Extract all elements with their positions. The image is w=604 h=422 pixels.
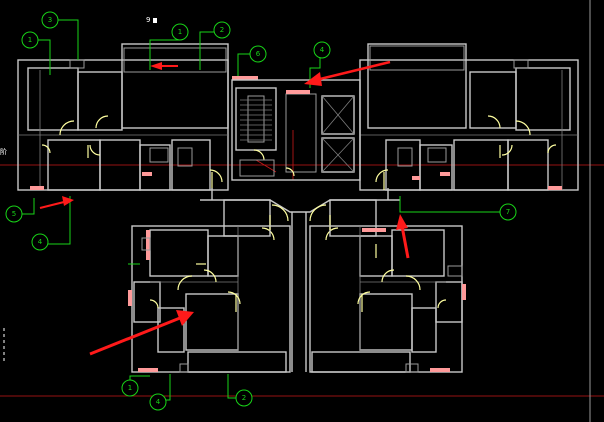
svg-text:1: 1 bbox=[178, 28, 182, 36]
corridor bbox=[200, 188, 400, 372]
room-bedroom-b bbox=[185, 293, 239, 351]
room-closet bbox=[171, 139, 211, 191]
arrow-upper-center bbox=[304, 60, 391, 86]
room-bedroom-a bbox=[149, 229, 209, 277]
callout-bubble: 4 bbox=[313, 41, 331, 59]
outer-wall bbox=[17, 59, 229, 191]
svg-text:4: 4 bbox=[38, 238, 43, 246]
callout-bubble: 2 bbox=[235, 389, 253, 407]
top-marker bbox=[153, 18, 157, 23]
room-bath bbox=[139, 144, 171, 191]
callout-bubble: 4 bbox=[149, 393, 167, 411]
callout-bubble: 3 bbox=[41, 11, 59, 29]
svg-text:1: 1 bbox=[28, 36, 32, 44]
balcony bbox=[187, 351, 287, 373]
callout-bubbles: 1 3 1 2 6 4 5 4 7 1 4 2 bbox=[5, 11, 517, 411]
red-arrows bbox=[39, 60, 410, 356]
balcony bbox=[369, 45, 465, 71]
balcony bbox=[311, 351, 411, 373]
lower-left-unit bbox=[128, 225, 291, 373]
room-bath bbox=[207, 235, 239, 277]
callout-bubble: 5 bbox=[5, 205, 23, 223]
arrow-lower-left bbox=[89, 310, 194, 356]
callout-bubble: 2 bbox=[213, 21, 231, 39]
svg-text:4: 4 bbox=[156, 398, 161, 406]
svg-text:4: 4 bbox=[320, 46, 325, 54]
lower-right-unit bbox=[309, 225, 466, 373]
room-bedroom-a bbox=[391, 229, 445, 277]
room-bath bbox=[419, 144, 453, 191]
arrow-left bbox=[39, 196, 74, 209]
callout-bubble: 6 bbox=[249, 45, 267, 63]
room-bedroom-n bbox=[77, 71, 123, 131]
left-edge-label: 阶 bbox=[0, 147, 7, 156]
room-dining bbox=[507, 139, 549, 191]
svg-text:7: 7 bbox=[506, 208, 510, 216]
room-bedroom-nw bbox=[27, 67, 79, 131]
room-store bbox=[411, 307, 437, 353]
callout-leaders bbox=[14, 19, 508, 401]
callout-bubble: 4 bbox=[31, 233, 49, 251]
callout-bubble: 7 bbox=[499, 203, 517, 221]
room-closet bbox=[133, 281, 161, 323]
core-outline bbox=[231, 79, 361, 181]
callout-bubble: 1 bbox=[121, 379, 139, 397]
arrow-upper-left bbox=[150, 62, 178, 70]
room-bedroom-n bbox=[469, 71, 517, 129]
upper-left-unit bbox=[17, 43, 258, 191]
svg-text:2: 2 bbox=[242, 394, 246, 402]
room-bedroom-b bbox=[359, 293, 413, 351]
elevator-shaft-1 bbox=[321, 95, 355, 135]
callout-bubble: 1 bbox=[21, 31, 39, 49]
window bbox=[146, 230, 150, 260]
room-bedroom-ne bbox=[515, 67, 571, 131]
svg-text:2: 2 bbox=[220, 26, 224, 34]
outer-wall bbox=[359, 59, 579, 191]
arrow-right-corridor bbox=[396, 214, 410, 259]
room-store bbox=[157, 307, 185, 353]
lobby bbox=[285, 93, 317, 173]
room-living bbox=[121, 43, 229, 129]
stairwell bbox=[235, 87, 277, 151]
room-closet bbox=[385, 139, 421, 191]
central-core bbox=[231, 79, 361, 181]
svg-text:3: 3 bbox=[48, 16, 52, 24]
core-window bbox=[286, 90, 310, 94]
svg-text:6: 6 bbox=[256, 50, 261, 58]
room-utility-left bbox=[223, 199, 271, 237]
svg-text:1: 1 bbox=[128, 384, 132, 392]
upper-right-unit bbox=[359, 43, 579, 191]
door-arc bbox=[59, 120, 75, 136]
balcony bbox=[123, 47, 227, 73]
svg-text:5: 5 bbox=[12, 210, 16, 218]
room-living bbox=[367, 43, 467, 129]
callout-bubble: 1 bbox=[171, 23, 189, 41]
room-closet bbox=[435, 281, 463, 323]
window bbox=[30, 186, 44, 190]
top-label: 9 bbox=[146, 16, 150, 24]
elevator-shaft-2 bbox=[321, 137, 355, 173]
stair-treads bbox=[240, 99, 272, 141]
